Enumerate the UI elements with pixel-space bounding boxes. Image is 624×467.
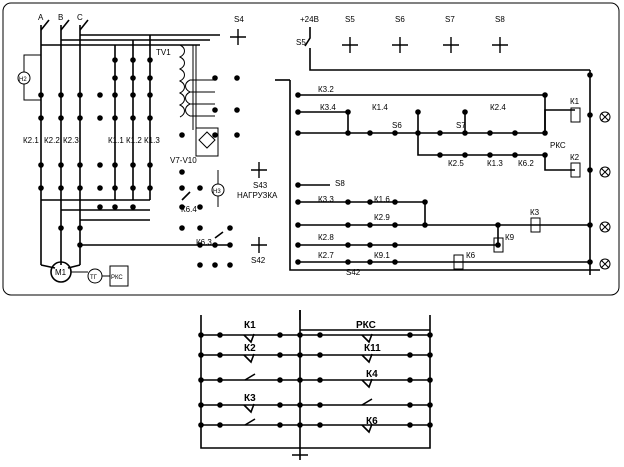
load-switch-label: S43 <box>253 181 268 190</box>
top-panel-border <box>2 2 620 296</box>
svg-text:К6.2: К6.2 <box>518 159 534 168</box>
bottom-label-k2: К2 <box>244 343 256 354</box>
svg-text:К2.2: К2.2 <box>44 136 60 145</box>
svg-text:К2: К2 <box>570 153 580 162</box>
load-text: НАГРУЗКА <box>237 191 278 200</box>
phase-label-b: B <box>58 13 63 22</box>
s8-label: S8 <box>495 15 505 24</box>
svg-text:К6.4: К6.4 <box>181 205 197 214</box>
svg-text:К1.3: К1.3 <box>144 136 160 145</box>
svg-text:V7-V10: V7-V10 <box>170 156 197 165</box>
svg-text:Н2: Н2 <box>19 77 27 83</box>
svg-text:К3.3: К3.3 <box>318 195 334 204</box>
svg-text:М1: М1 <box>55 268 67 277</box>
bottom-label-k1: К1 <box>244 320 256 331</box>
svg-text:S6: S6 <box>392 121 402 130</box>
svg-text:ТГ: ТГ <box>90 275 98 281</box>
control-contact-labels: К3.2 К3.4 К1.4 S6 S7 К2.4 РКС К2.5 К1.3 … <box>318 85 566 277</box>
bottom-label-k3: К3 <box>244 393 256 404</box>
svg-text:К1.2: К1.2 <box>126 136 142 145</box>
bottom-label-k4: К4 <box>366 369 378 380</box>
terminal-dots-left <box>38 57 240 268</box>
svg-text:РКС: РКС <box>550 141 566 150</box>
svg-text:S42: S42 <box>346 268 361 277</box>
bottom-dots <box>198 332 433 428</box>
bottom-ladder-diagram <box>200 310 431 460</box>
bottom-label-k11: К11 <box>364 343 381 354</box>
s5-label: S5 <box>345 15 355 24</box>
rectifier-bridge: V7-V10 <box>170 127 219 165</box>
svg-text:К3: К3 <box>530 208 540 217</box>
svg-text:К2.5: К2.5 <box>448 159 464 168</box>
svg-text:Н3: Н3 <box>213 189 221 195</box>
svg-text:К2.4: К2.4 <box>490 103 506 112</box>
svg-text:К2.7: К2.7 <box>318 251 334 260</box>
transformer-label: TV1 <box>156 48 171 57</box>
s42-label: S42 <box>251 256 266 265</box>
s5-contact-label: S5 <box>296 38 306 47</box>
svg-text:К2.9: К2.9 <box>374 213 390 222</box>
svg-text:К9: К9 <box>505 233 515 242</box>
power-contacts-k1: К1.1 К1.2 К1.3 <box>108 136 160 145</box>
svg-text:К1: К1 <box>570 97 580 106</box>
svg-text:К1.4: К1.4 <box>372 103 388 112</box>
bottom-label-k6: К6 <box>366 416 378 427</box>
svg-text:К1.3: К1.3 <box>487 159 503 168</box>
svg-text:К1.1: К1.1 <box>108 136 124 145</box>
s6-label: S6 <box>395 15 405 24</box>
svg-text:К1.6: К1.6 <box>374 195 390 204</box>
phase-label-c: C <box>77 13 83 22</box>
svg-text:S7: S7 <box>456 121 466 130</box>
svg-text:К2.1: К2.1 <box>23 136 39 145</box>
s7-label: S7 <box>445 15 455 24</box>
terminal-dots-control <box>295 72 593 265</box>
svg-text:К6.3: К6.3 <box>196 238 212 247</box>
power-contacts-k2: К2.1 К2.2 К2.3 <box>23 136 79 145</box>
svg-text:К6: К6 <box>466 251 476 260</box>
signal-lamps <box>599 111 611 270</box>
svg-text:К2.3: К2.3 <box>63 136 79 145</box>
bottom-label-rks: РКС <box>356 320 376 331</box>
svg-text:К9.1: К9.1 <box>374 251 390 260</box>
svg-text:К3.2: К3.2 <box>318 85 334 94</box>
svg-text:S8: S8 <box>335 179 345 188</box>
svg-text:РКС: РКС <box>111 275 123 281</box>
coils: К1 К2 К3 К9 К6 <box>453 97 581 270</box>
switch-terminals <box>230 29 508 253</box>
svg-text:К2.8: К2.8 <box>318 233 334 242</box>
phase-label-a: A <box>38 13 44 22</box>
svg-text:К3.4: К3.4 <box>320 103 336 112</box>
s4-label: S4 <box>234 15 244 24</box>
plus24-label: +24В <box>300 15 319 24</box>
